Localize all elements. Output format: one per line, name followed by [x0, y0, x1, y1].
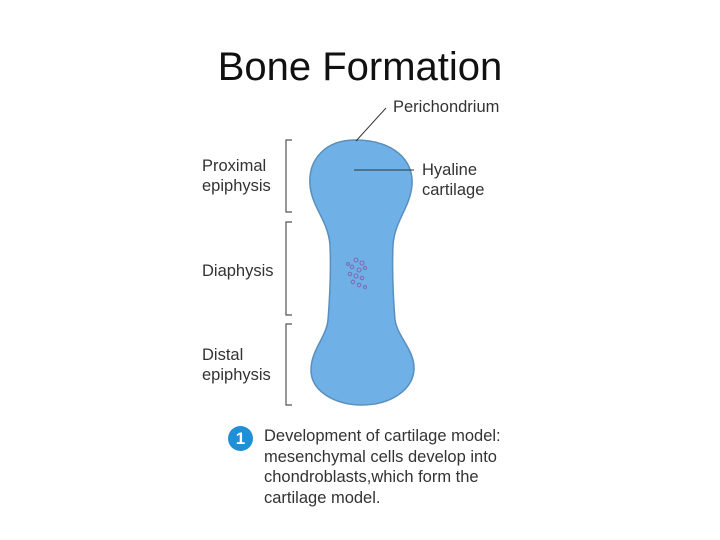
slide-title: Bone Formation	[217, 45, 503, 89]
caption-line: cartilage model.	[264, 488, 381, 507]
proximal-epiphysis-label: Proximal epiphysis	[202, 156, 271, 196]
caption-line: chondroblasts,which form the	[264, 468, 479, 486]
diaphysis-label: Diaphysis	[202, 262, 274, 280]
hyaline-cartilage-label: Hyaline cartilage	[422, 160, 484, 200]
proximal-label-line1: Proximal	[202, 157, 267, 175]
hyaline-label-line2: cartilage	[422, 181, 485, 199]
mesenchymal-cells	[346, 257, 368, 290]
caption-line: mesenchymal cells develop into	[264, 447, 497, 466]
perichondrium-label: Perichondrium	[393, 98, 500, 116]
diaphysis-bracket	[285, 221, 292, 316]
caption-line: Development of cartilage model:	[264, 427, 501, 445]
distal-label-line1: Distal	[202, 346, 244, 364]
distal-epiphysis-label: Distal epiphysis	[202, 345, 271, 385]
perichondrium-leader	[355, 107, 387, 142]
distal-bracket	[285, 323, 292, 406]
proximal-label-line2: epiphysis	[202, 177, 271, 195]
step-caption: Development of cartilage model: mesenchy…	[264, 426, 501, 508]
cartilage-model	[309, 139, 415, 406]
distal-label-line2: epiphysis	[202, 366, 271, 384]
step-number-badge: 1	[228, 426, 253, 451]
proximal-bracket	[285, 139, 292, 213]
hyaline-label-line1: Hyaline	[422, 161, 478, 179]
